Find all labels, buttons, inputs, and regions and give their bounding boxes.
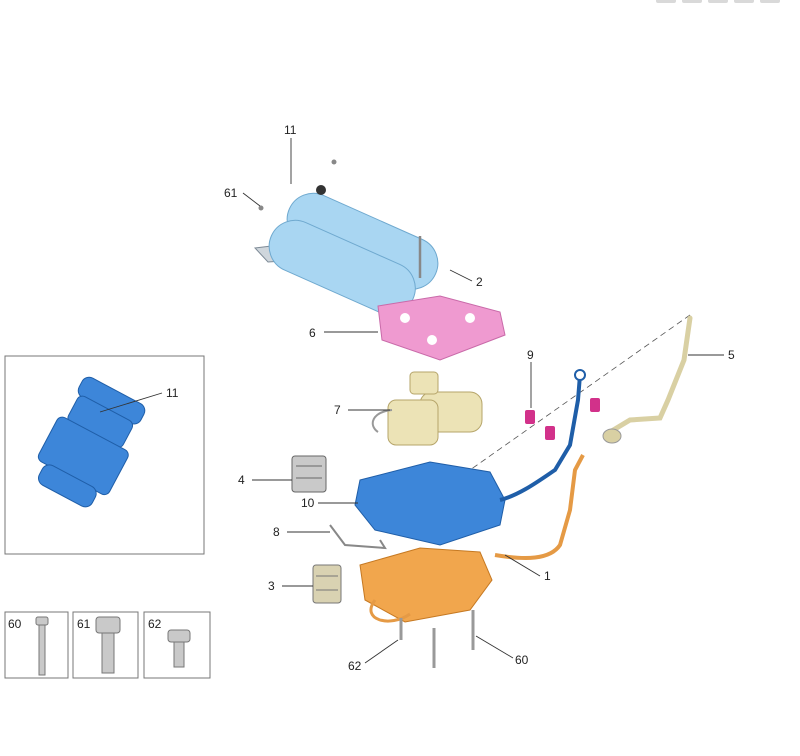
valve-pipe xyxy=(499,374,582,502)
lower-pipe-loop xyxy=(369,599,411,623)
rubber-mount xyxy=(525,410,535,424)
compressor-hose xyxy=(371,409,393,433)
fitting-base xyxy=(38,464,97,508)
bolt-shank xyxy=(38,624,46,676)
bolts-lower[interactable] xyxy=(399,610,475,668)
callout-61-box: 61 xyxy=(77,617,91,631)
callout-11-top[interactable]: 11 xyxy=(284,123,297,137)
callout-1[interactable]: 1 xyxy=(544,569,551,583)
solenoid-valve-pack[interactable] xyxy=(291,455,327,493)
callout-61-main[interactable]: 61 xyxy=(224,186,238,200)
air-reservoir-tanks[interactable] xyxy=(253,159,446,323)
mounting-bracket[interactable] xyxy=(377,295,506,361)
leader-61-main xyxy=(242,192,261,207)
callout-11-inset[interactable]: 11 xyxy=(166,386,179,400)
callout-9[interactable]: 9 xyxy=(527,348,534,362)
bolt-head xyxy=(35,616,49,626)
lower-pipe xyxy=(494,454,585,560)
fastener-box-60[interactable]: 60 xyxy=(4,611,69,679)
pressure-line[interactable] xyxy=(607,315,693,435)
callout-10[interactable]: 10 xyxy=(301,496,315,510)
toolbar-button[interactable] xyxy=(708,0,728,3)
leader-1 xyxy=(504,554,541,577)
callout-3[interactable]: 3 xyxy=(268,579,275,593)
bracket-hole xyxy=(465,313,475,323)
air-compressor[interactable] xyxy=(371,371,483,446)
wire-clip[interactable] xyxy=(329,524,387,550)
toolbar-button[interactable] xyxy=(656,0,676,3)
pressure-line-fitting xyxy=(602,428,622,444)
fitting-illustration xyxy=(37,376,146,508)
leader-62-main xyxy=(364,639,399,664)
toolbar-button[interactable] xyxy=(682,0,702,3)
leader-11-inset xyxy=(99,392,163,413)
tank-screw xyxy=(258,205,264,211)
rubber-mount xyxy=(545,426,555,440)
valve-pack-body xyxy=(291,455,327,493)
rubber-mount xyxy=(590,398,600,412)
bolt-head xyxy=(95,616,121,634)
callout-6[interactable]: 6 xyxy=(309,326,316,340)
callout-60-box: 60 xyxy=(8,617,22,631)
leader-2 xyxy=(449,269,473,282)
callout-2[interactable]: 2 xyxy=(476,275,483,289)
bolt-shank xyxy=(101,632,115,674)
rubber-mounts[interactable] xyxy=(525,398,600,440)
valve-block-body xyxy=(354,461,506,546)
toolbar-button[interactable] xyxy=(760,0,780,3)
valve-block[interactable] xyxy=(354,369,586,546)
bracket-hole xyxy=(427,335,437,345)
small-valve-pack[interactable] xyxy=(312,564,342,604)
tank-fitting xyxy=(316,185,326,195)
compressor-top xyxy=(409,371,439,395)
callout-8[interactable]: 8 xyxy=(273,525,280,539)
callout-4[interactable]: 4 xyxy=(238,473,245,487)
leader-60-main xyxy=(475,635,514,659)
toolbar-button[interactable] xyxy=(734,0,754,3)
fastener-box-61[interactable]: 61 xyxy=(72,611,139,679)
valve-pipe-end xyxy=(574,369,586,381)
compressor-head xyxy=(387,399,439,446)
bracket-hole xyxy=(400,313,410,323)
valve-pack-body xyxy=(312,564,342,604)
bolt-head xyxy=(167,629,191,643)
tank-screw xyxy=(331,159,337,165)
callout-62-main[interactable]: 62 xyxy=(348,659,362,673)
bracket-plate xyxy=(377,295,506,361)
tank-front xyxy=(268,219,416,315)
bolt-shank xyxy=(173,641,185,668)
inset-detail-11[interactable]: 11 xyxy=(4,355,205,555)
callout-7[interactable]: 7 xyxy=(334,403,341,417)
fastener-box-62[interactable]: 62 xyxy=(143,611,211,679)
callout-60-main[interactable]: 60 xyxy=(515,653,529,667)
callout-62-box: 62 xyxy=(148,617,162,631)
callout-5[interactable]: 5 xyxy=(728,348,735,362)
